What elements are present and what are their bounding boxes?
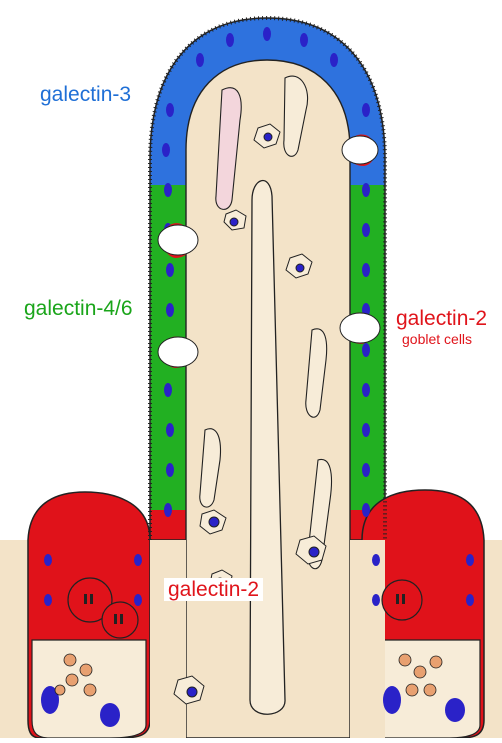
label-galectin-2-goblet: galectin-2 [396, 308, 487, 329]
label-goblet-cells: goblet cells [402, 332, 472, 346]
label-galectin-4-6: galectin-4/6 [24, 298, 133, 319]
label-galectin-2-crypt: galectin-2 [164, 578, 263, 601]
label-galectin-3: galectin-3 [40, 84, 131, 105]
